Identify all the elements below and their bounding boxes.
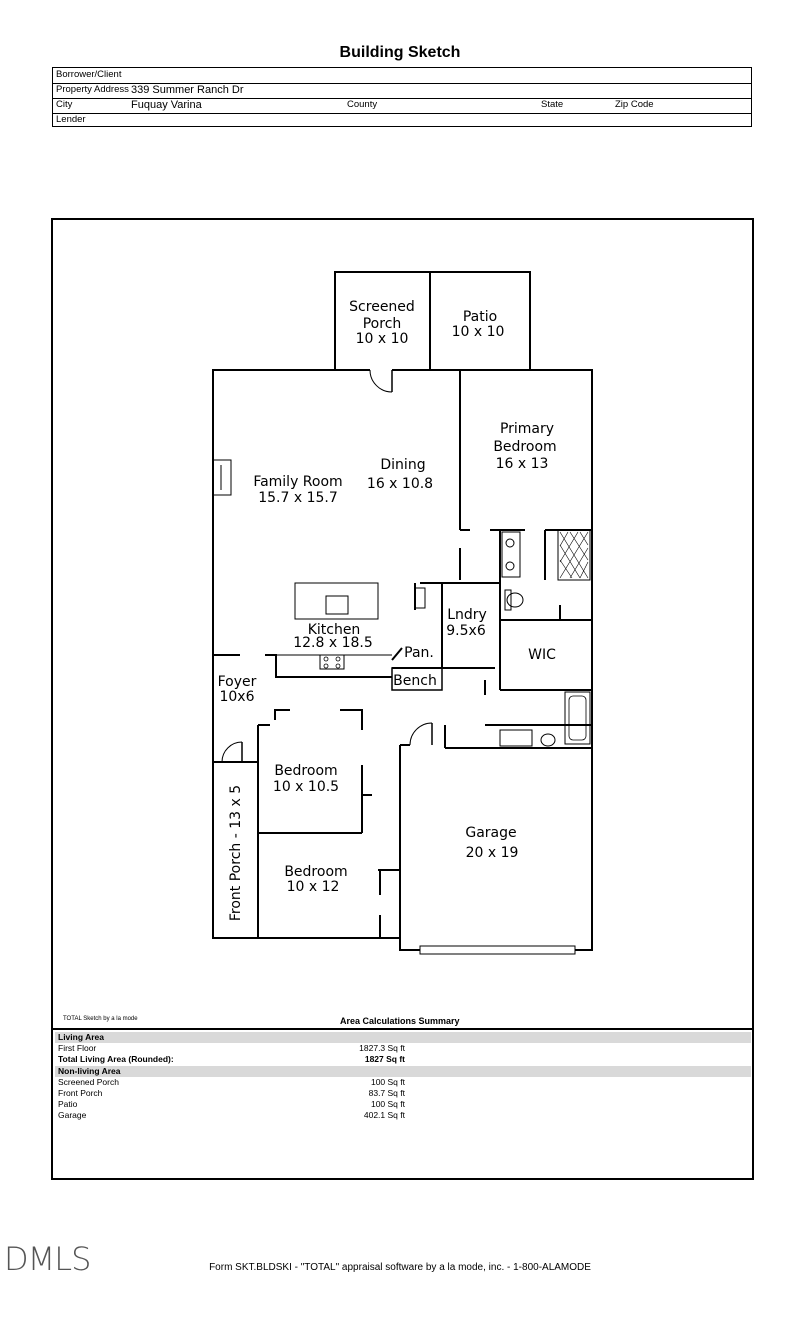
nonliving-area-header: Non-living Area: [55, 1066, 751, 1077]
screened-porch-label: Screened: [349, 299, 415, 315]
primary-bedroom-label: Primary: [500, 421, 554, 437]
exterior-wall-east: [392, 369, 593, 951]
family-room-label: Family Room: [253, 474, 342, 490]
foyer-label: Foyer: [218, 674, 257, 690]
screened-porch-walls: [334, 271, 431, 370]
city-row: City Fuquay Varina County State Zip Code: [53, 98, 751, 114]
garage-size: 20 x 19: [466, 845, 519, 861]
bench-label: Bench: [393, 673, 437, 689]
first-floor-row: First Floor 1827.3 Sq ft: [55, 1043, 751, 1054]
primary-bedroom-label-2: Bedroom: [493, 439, 556, 455]
sketch-credit: TOTAL Sketch by a la mode: [63, 1016, 138, 1022]
dmls-logo: DMLS: [4, 1240, 91, 1278]
nonliving-area-header-text: Non-living Area: [58, 1066, 121, 1076]
front-porch-label: Front Porch - 13 x 5: [228, 785, 244, 921]
total-living-value: 1827 Sq ft: [364, 1054, 405, 1064]
dining-label: Dining: [380, 457, 425, 473]
lender-row: Lender: [53, 113, 751, 128]
garage-label: Garage: [465, 825, 516, 841]
living-area-header: Living Area: [55, 1032, 751, 1043]
property-header-table: Borrower/Client Property Address 339 Sum…: [52, 67, 752, 127]
pantry-label: Pan.: [404, 645, 434, 661]
zip-label: Zip Code: [615, 99, 654, 110]
borrower-row: Borrower/Client: [53, 68, 751, 84]
bedroom-2-label: Bedroom: [274, 763, 337, 779]
area-summary-title: Area Calculations Summary: [340, 1016, 460, 1026]
nonliving-row: Garage 402.1 Sq ft: [55, 1110, 751, 1121]
nonliving-row: Screened Porch 100 Sq ft: [55, 1077, 751, 1088]
nonliving-row: Patio 100 Sq ft: [55, 1099, 751, 1110]
kitchen-label: Kitchen: [308, 622, 361, 638]
living-area-header-text: Living Area: [58, 1032, 104, 1042]
first-floor-value: 1827.3 Sq ft: [359, 1043, 405, 1053]
form-footer: Form SKT.BLDSKI - "TOTAL" appraisal soft…: [209, 1262, 591, 1273]
address-value: 339 Summer Ranch Dr: [131, 84, 244, 96]
bedroom-2-size: 10 x 10.5: [273, 779, 339, 795]
total-living-row: Total Living Area (Rounded): 1827 Sq ft: [55, 1054, 751, 1065]
nonliving-value: 100 Sq ft: [370, 1099, 405, 1109]
nonliving-row: Front Porch 83.7 Sq ft: [55, 1088, 751, 1099]
nonliving-label: Patio: [58, 1099, 78, 1109]
primary-bedroom-size: 16 x 13: [496, 456, 549, 472]
summary-divider: [51, 1028, 754, 1030]
nonliving-label: Front Porch: [58, 1088, 103, 1098]
patio-size: 10 x 10: [452, 324, 505, 340]
county-label: County: [347, 99, 378, 110]
city-label: City: [56, 99, 73, 110]
borrower-label: Borrower/Client: [56, 69, 122, 80]
nonliving-value: 100 Sq ft: [370, 1077, 405, 1087]
first-floor-label: First Floor: [58, 1043, 97, 1053]
city-value: Fuquay Varina: [131, 99, 202, 111]
family-room-size: 15.7 x 15.7: [258, 490, 338, 506]
bedroom-3-label: Bedroom: [284, 864, 347, 880]
address-row: Property Address 339 Summer Ranch Dr: [53, 83, 751, 99]
patio-walls: [430, 271, 531, 370]
state-label: State: [541, 99, 564, 110]
kitchen-size: 12.8 x 18.5: [293, 635, 373, 651]
laundry-size: 9.5x6: [446, 623, 486, 639]
dining-size: 16 x 10.8: [367, 476, 433, 492]
laundry-label: Lndry: [447, 607, 487, 623]
floor-plan: Screened Porch 10 x 10 Patio 10 x 10 Pri…: [212, 271, 593, 955]
lender-label: Lender: [56, 114, 86, 125]
nonliving-label: Screened Porch: [58, 1077, 119, 1087]
nonliving-label: Garage: [58, 1110, 87, 1120]
address-label: Property Address: [56, 84, 129, 95]
screened-porch-label-2: Porch: [363, 316, 402, 332]
screened-porch-size: 10 x 10: [356, 331, 409, 347]
nonliving-value: 402.1 Sq ft: [363, 1110, 405, 1120]
bedroom-3-size: 10 x 12: [287, 879, 340, 895]
sketch-frame: [51, 218, 754, 1180]
patio-label: Patio: [463, 309, 497, 325]
nonliving-value: 83.7 Sq ft: [368, 1088, 405, 1098]
total-living-label: Total Living Area (Rounded):: [58, 1054, 174, 1064]
foyer-size: 10x6: [219, 689, 254, 705]
wic-label: WIC: [528, 647, 556, 663]
page-title: Building Sketch: [339, 44, 461, 61]
